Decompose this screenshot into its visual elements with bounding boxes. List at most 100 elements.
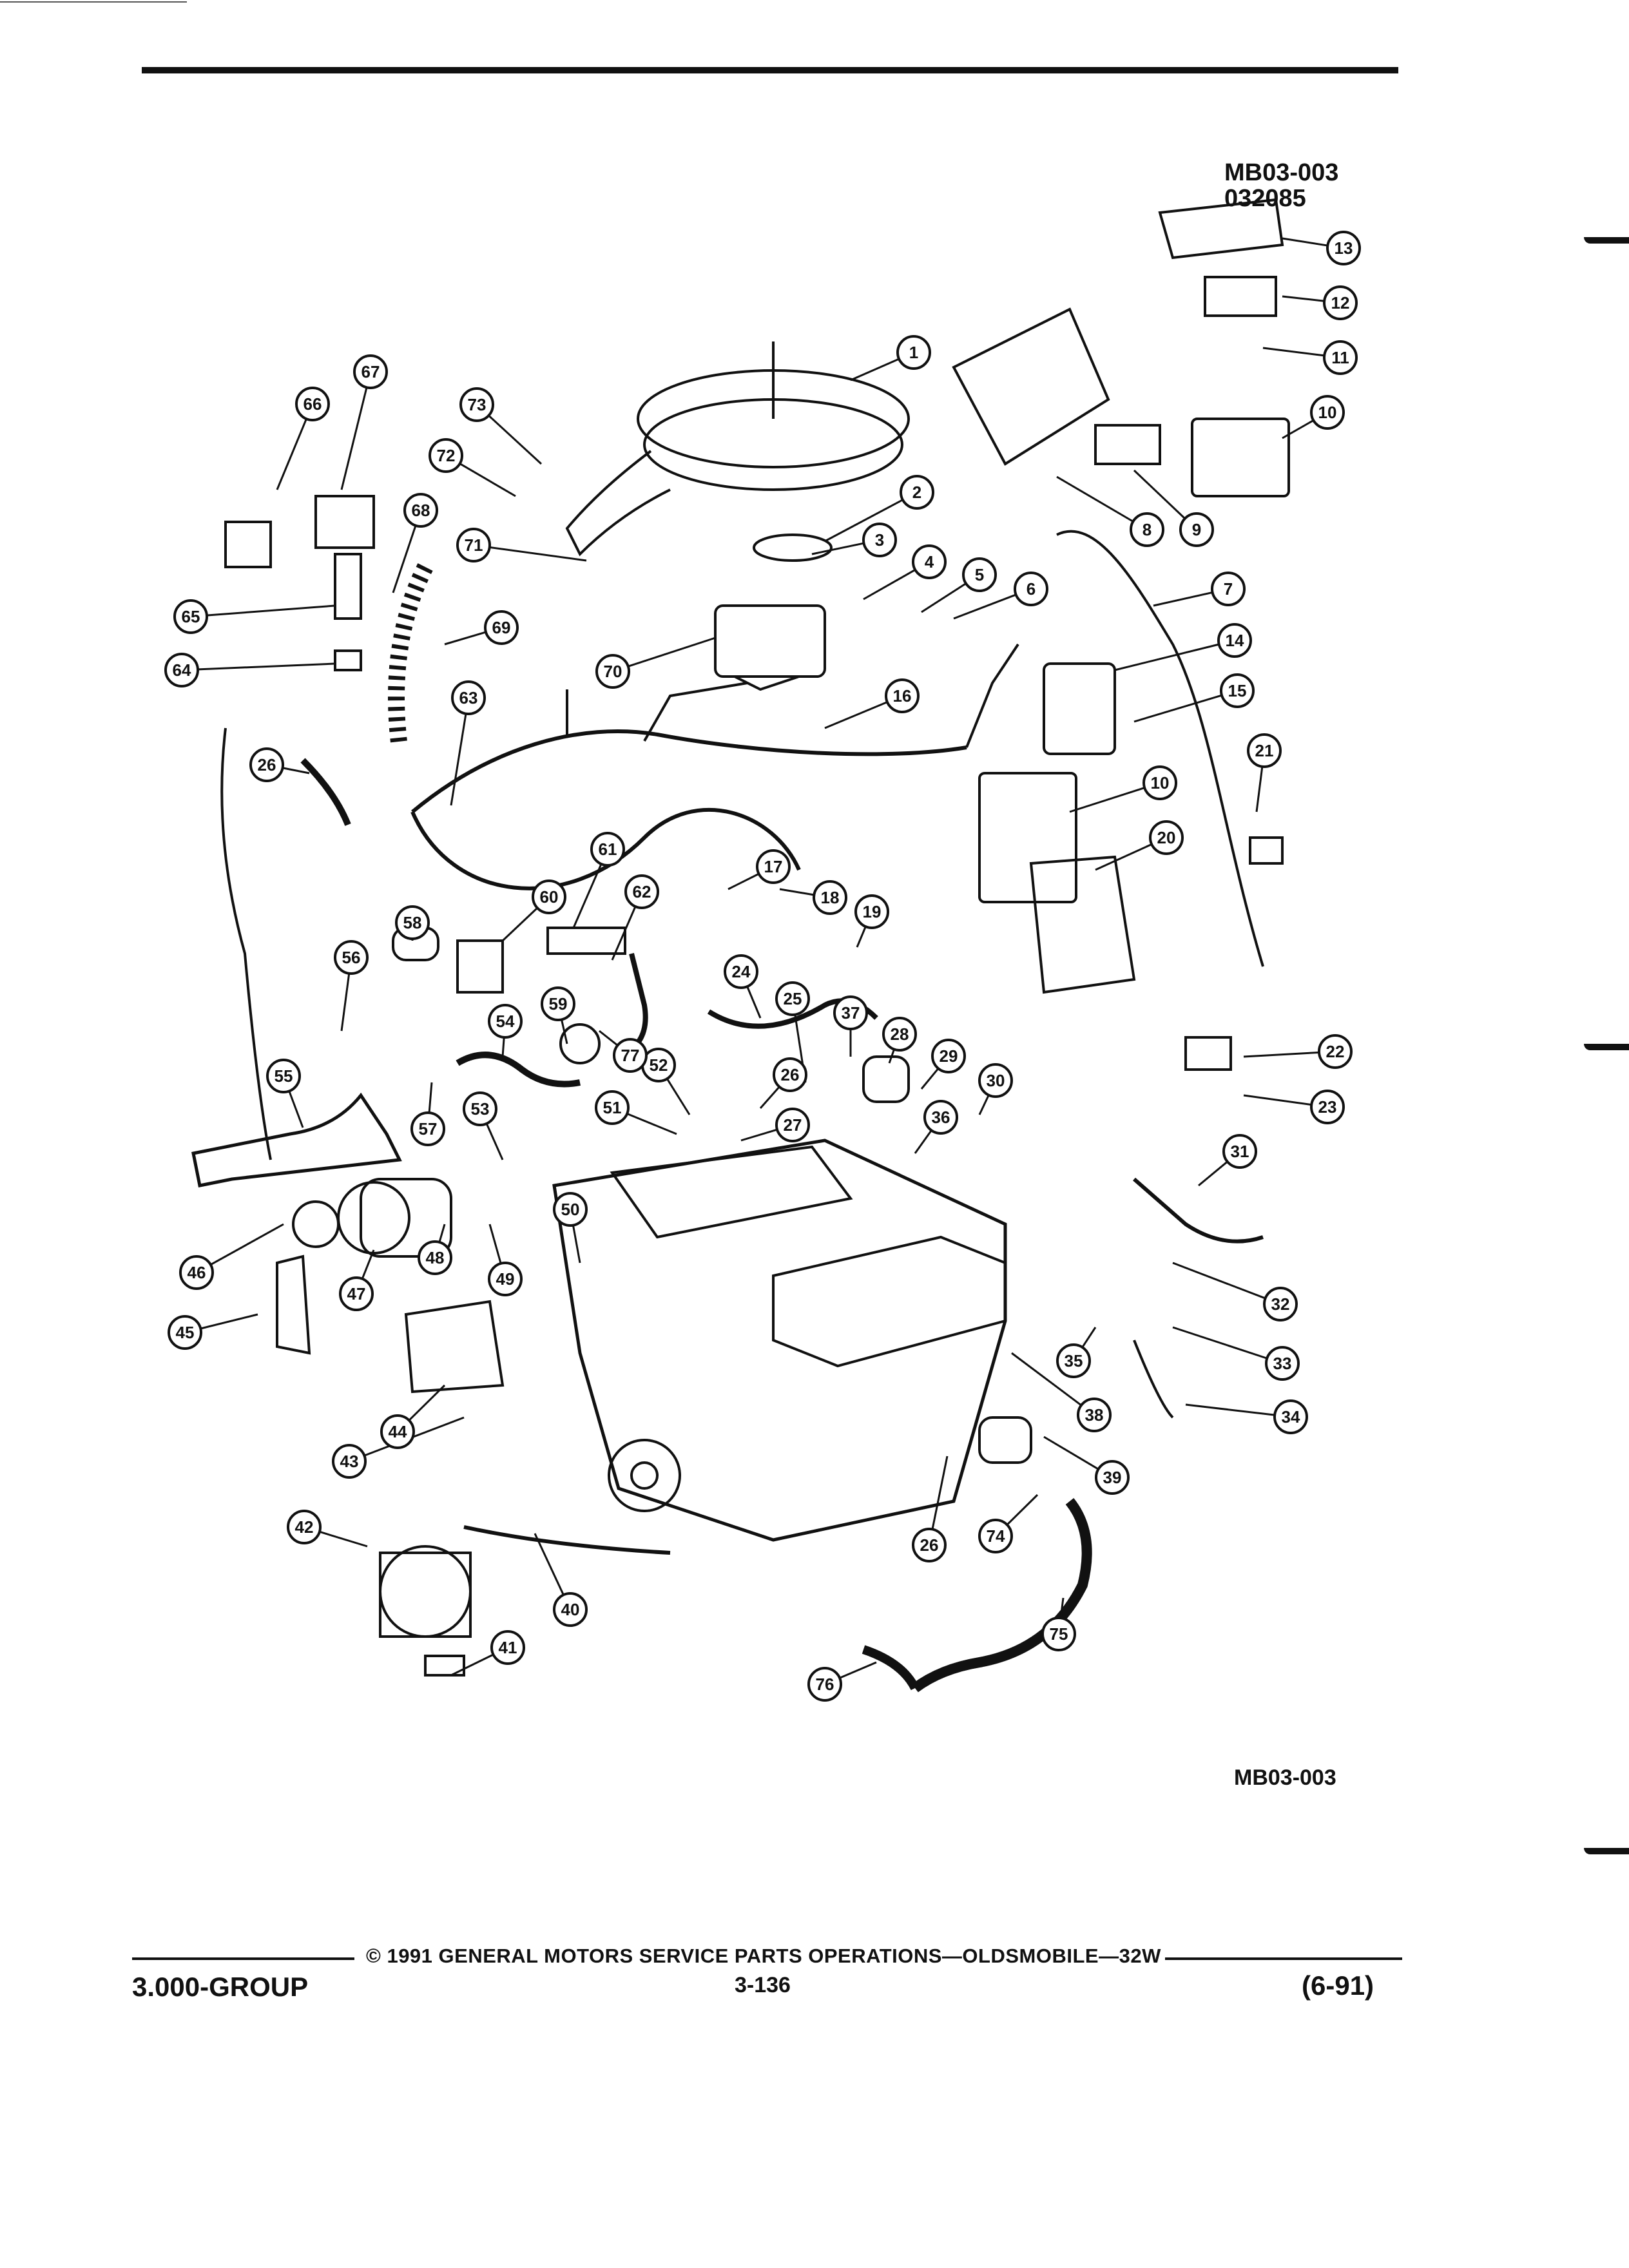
callout-number: 58 <box>403 913 422 932</box>
callout-circle <box>353 354 388 389</box>
callout-number: 56 <box>342 948 361 967</box>
callout-number: 30 <box>987 1071 1005 1090</box>
callout-circle <box>1273 1399 1308 1434</box>
callout-number: 22 <box>1326 1042 1345 1061</box>
callout-number: 48 <box>426 1248 445 1267</box>
leader-line <box>1069 787 1144 813</box>
callout-circle <box>1326 231 1361 265</box>
callout-circle <box>287 1510 322 1544</box>
leader-line <box>1243 1094 1311 1106</box>
callout-circle <box>395 905 430 940</box>
callout-circle <box>456 528 491 562</box>
callout-number: 10 <box>1318 403 1337 422</box>
callout-number: 62 <box>633 882 651 901</box>
leader-line <box>1043 1436 1099 1470</box>
callout-6: 6 <box>953 572 1048 620</box>
callout-circle <box>1130 512 1164 547</box>
callout-5: 5 <box>921 557 997 613</box>
hose-26-left <box>300 758 351 826</box>
callout-number: 31 <box>1231 1142 1249 1161</box>
callout-number: 34 <box>1282 1407 1300 1427</box>
callout-circle <box>553 1592 588 1627</box>
callout-number: 55 <box>275 1066 293 1086</box>
callout-circle <box>1179 512 1214 547</box>
leader-line <box>863 569 916 601</box>
callout-circle <box>1318 1034 1353 1069</box>
callout-number: 36 <box>932 1108 950 1127</box>
callout-number: 12 <box>1331 293 1350 312</box>
callout-69: 69 <box>444 610 519 646</box>
callout-34: 34 <box>1185 1399 1308 1434</box>
callout-number: 16 <box>893 686 912 706</box>
callout-21: 21 <box>1247 733 1282 812</box>
callout-number: 61 <box>599 840 617 859</box>
callout-circle <box>912 1528 947 1562</box>
leader-line <box>428 1082 433 1113</box>
connector-61 <box>546 927 626 955</box>
callout-number: 75 <box>1050 1624 1068 1644</box>
callout-22: 22 <box>1243 1034 1353 1069</box>
callout-30: 30 <box>978 1063 1013 1115</box>
idler-pulley-46 <box>292 1200 340 1248</box>
figure-date: 032085 <box>1224 185 1306 212</box>
leader-line <box>856 927 867 948</box>
footer-date: (6-91) <box>1302 1970 1374 2001</box>
leader-line <box>1172 1262 1266 1300</box>
callout-number: 8 <box>1142 520 1152 539</box>
leader-line <box>824 499 903 543</box>
footer-group: 3.000-GROUP <box>132 1972 309 2002</box>
leader-line <box>746 986 762 1019</box>
callout-number: 77 <box>621 1046 640 1065</box>
callout-23: 23 <box>1243 1090 1345 1124</box>
callout-circle <box>459 387 494 422</box>
callout-47: 47 <box>339 1249 375 1311</box>
callout-number: 4 <box>925 552 934 572</box>
callout-number: 32 <box>1271 1294 1290 1314</box>
callout-76: 76 <box>807 1661 877 1702</box>
callout-13: 13 <box>1282 231 1361 265</box>
vacuum-line-long <box>220 727 272 1160</box>
leader-line <box>501 1037 505 1057</box>
callout-circle <box>410 1111 445 1146</box>
callout-number: 39 <box>1103 1468 1122 1487</box>
scan-edge-line <box>0 1 187 3</box>
callout-63: 63 <box>450 680 486 806</box>
callout-circle <box>775 1108 810 1142</box>
leader-line <box>627 1113 677 1135</box>
valve-39 <box>978 1416 1032 1464</box>
callout-number: 26 <box>781 1065 800 1084</box>
callout-50: 50 <box>553 1192 588 1264</box>
callout-number: 68 <box>412 501 430 520</box>
leader-line <box>207 604 336 617</box>
ac-compressor <box>360 1178 452 1258</box>
footer-rule-left <box>132 1957 354 1960</box>
prom-board <box>1094 424 1161 465</box>
crank-pulley <box>608 1439 681 1512</box>
callout-67: 67 <box>340 354 388 490</box>
callout-circle <box>380 1414 415 1449</box>
callout-15: 15 <box>1133 673 1255 723</box>
callout-circle <box>463 1091 497 1126</box>
callout-39: 39 <box>1043 1436 1130 1495</box>
callout-circle <box>896 335 931 370</box>
callout-number: 13 <box>1335 238 1353 258</box>
callout-9: 9 <box>1133 469 1214 547</box>
bracket-64 <box>334 649 362 671</box>
callout-number: 63 <box>459 688 478 707</box>
leader-line <box>1153 591 1212 607</box>
callout-number: 27 <box>784 1115 802 1135</box>
callout-circle <box>295 387 330 421</box>
callout-66: 66 <box>276 387 330 490</box>
callout-68: 68 <box>392 493 438 593</box>
leader-line <box>1282 237 1327 247</box>
hose-54 <box>456 1052 581 1088</box>
callout-74: 74 <box>978 1494 1039 1553</box>
callout-number: 9 <box>1192 520 1201 539</box>
callout-circle <box>488 1262 523 1296</box>
hose-69 <box>388 563 433 749</box>
leader-line <box>1059 1597 1065 1618</box>
relay-12 <box>1204 276 1277 317</box>
leader-line <box>210 1223 284 1265</box>
callout-circle <box>164 653 199 687</box>
leader-line <box>561 1020 568 1044</box>
